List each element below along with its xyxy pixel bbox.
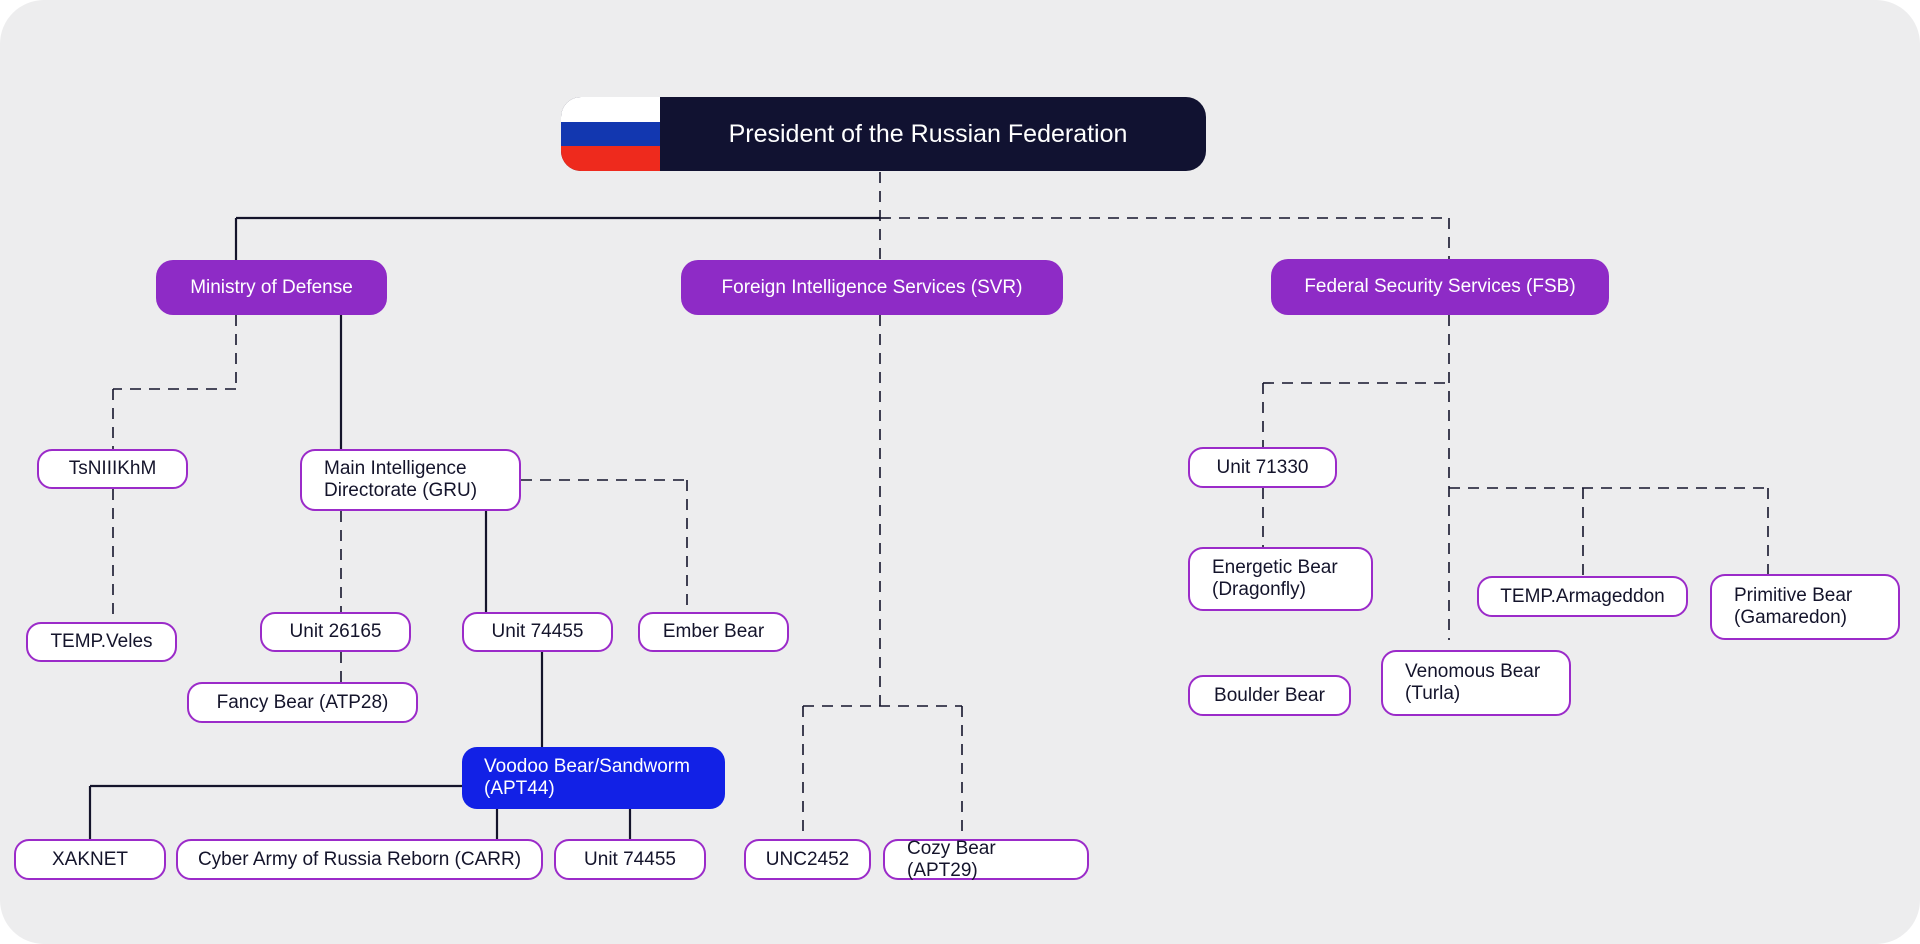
node-venomous-bear-label: Venomous Bear (Turla)	[1405, 661, 1541, 704]
node-xaknet: XAKNET	[14, 839, 166, 880]
agency-mod: Ministry of Defense	[156, 260, 387, 315]
president-title: President of the Russian Federation	[728, 119, 1128, 148]
node-temp-veles-label: TEMP.Veles	[50, 631, 153, 652]
node-unc2452-label: UNC2452	[765, 848, 850, 870]
node-temp-armageddon: TEMP.Armageddon	[1477, 576, 1688, 617]
node-unit-71330: Unit 71330	[1188, 447, 1337, 488]
agency-fsb: Federal Security Services (FSB)	[1271, 259, 1609, 315]
node-energetic-bear: Energetic Bear (Dragonfly)	[1188, 547, 1373, 611]
node-unit-71330-label: Unit 71330	[1216, 456, 1309, 478]
node-tsniikhm-label: TsNIIIKhM	[68, 458, 157, 479]
node-temp-veles: TEMP.Veles	[26, 622, 177, 662]
agency-mod-label: Ministry of Defense	[190, 276, 353, 298]
node-sandworm: Voodoo Bear/Sandworm (APT44)	[462, 747, 725, 809]
node-unit-26165: Unit 26165	[260, 612, 411, 652]
agency-fsb-label: Federal Security Services (FSB)	[1304, 276, 1576, 297]
node-unit-26165-label: Unit 26165	[289, 621, 382, 642]
node-tsniikhm: TsNIIIKhM	[37, 449, 188, 489]
president-box: President of the Russian Federation	[561, 97, 1206, 171]
agency-svr-label: Foreign Intelligence Services (SVR)	[721, 276, 1023, 298]
node-fancy-bear: Fancy Bear (ATP28)	[187, 682, 418, 723]
node-boulder-bear: Boulder Bear	[1188, 675, 1351, 716]
node-carr-label: Cyber Army of Russia Reborn (CARR)	[197, 848, 522, 870]
node-unit-74455-b-label: Unit 74455	[584, 848, 676, 870]
node-unit-74455-b: Unit 74455	[554, 839, 706, 880]
node-gru-label: Main Intelligence Directorate (GRU)	[324, 458, 478, 501]
node-ember-bear-label: Ember Bear	[662, 621, 765, 642]
node-energetic-bear-label: Energetic Bear (Dragonfly)	[1212, 557, 1338, 600]
node-venomous-bear: Venomous Bear (Turla)	[1381, 650, 1571, 716]
node-temp-armageddon-label: TEMP.Armageddon	[1500, 585, 1665, 607]
node-boulder-bear-label: Boulder Bear	[1214, 684, 1325, 706]
node-primitive-bear: Primitive Bear (Gamaredon)	[1710, 574, 1900, 640]
node-xaknet-label: XAKNET	[51, 848, 129, 870]
node-carr: Cyber Army of Russia Reborn (CARR)	[176, 839, 543, 880]
node-cozy-bear: Cozy Bear (APT29)	[883, 837, 1089, 881]
node-unit-74455-label: Unit 74455	[491, 621, 584, 642]
node-gru: Main Intelligence Directorate (GRU)	[300, 449, 521, 511]
agency-svr: Foreign Intelligence Services (SVR)	[681, 260, 1063, 315]
node-ember-bear: Ember Bear	[638, 612, 789, 652]
node-unit-74455: Unit 74455	[462, 612, 613, 652]
node-cozy-bear-label: Cozy Bear (APT29)	[907, 837, 996, 881]
node-sandworm-label: Voodoo Bear/Sandworm (APT44)	[484, 756, 690, 799]
node-primitive-bear-label: Primitive Bear (Gamaredon)	[1734, 585, 1853, 628]
russian-flag-icon	[561, 97, 660, 171]
node-unc2452: UNC2452	[744, 839, 871, 880]
node-fancy-bear-label: Fancy Bear (ATP28)	[216, 691, 389, 713]
